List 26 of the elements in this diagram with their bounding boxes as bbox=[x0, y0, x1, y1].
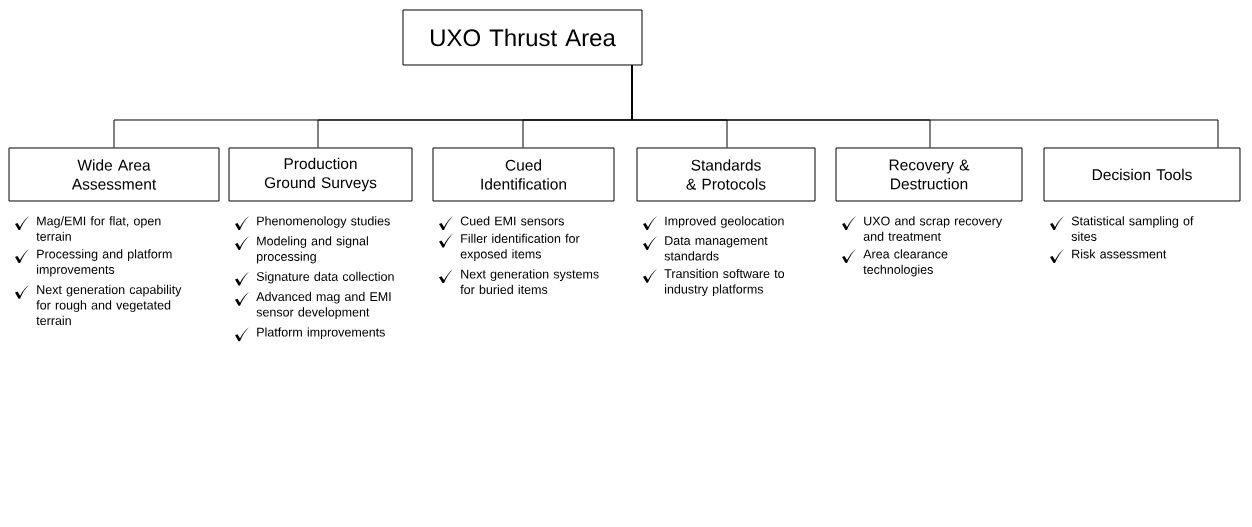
category-box: Decision Tools bbox=[1043, 147, 1241, 202]
category-box: Recovery & Destruction bbox=[835, 147, 1023, 202]
bullet-text: Cued EMI sensors bbox=[460, 216, 564, 226]
bullet-text: Signature data collection bbox=[256, 271, 394, 284]
bullet-text: Risk assessment bbox=[1072, 249, 1167, 259]
connector-line bbox=[631, 65, 1219, 148]
bullet-text: Processing and platform improvements bbox=[37, 249, 172, 277]
bullet-text: Mag/EMI for flat, open terrain bbox=[36, 216, 161, 241]
category-box: Wide Area Assessment bbox=[8, 147, 220, 202]
title-box: UXO Thrust Area bbox=[402, 9, 643, 66]
category-box: Standards & Protocols bbox=[636, 147, 816, 202]
bullet-text: Improved geolocation bbox=[665, 216, 784, 228]
bullet-text: Advanced mag and EMI sensor development bbox=[256, 291, 391, 319]
category-box: Production Ground Surveys bbox=[228, 147, 413, 202]
bullet-text: Next generation capability for rough and vegetated terrain bbox=[36, 284, 182, 325]
bullet-text: Statistical sampling of sites bbox=[1071, 216, 1194, 241]
category-box: Cued Identification bbox=[432, 147, 615, 202]
bullet-text: Filler identification for exposed items bbox=[460, 233, 580, 261]
bullet-text: Transition software to industry platforms bbox=[664, 268, 785, 296]
bullet-text: Data management standards bbox=[664, 236, 768, 261]
bullet-text: UXO and scrap recovery and treatment bbox=[863, 216, 1003, 241]
bullet-text: Modeling and signal processing bbox=[257, 236, 368, 264]
bullet-text: Area clearance technologies bbox=[863, 249, 948, 277]
bullet-text: Platform improvements bbox=[257, 327, 385, 340]
bullet-text: Phenomenology studies bbox=[257, 216, 390, 228]
bullet-text: Next generation systems for buried items bbox=[460, 269, 599, 294]
